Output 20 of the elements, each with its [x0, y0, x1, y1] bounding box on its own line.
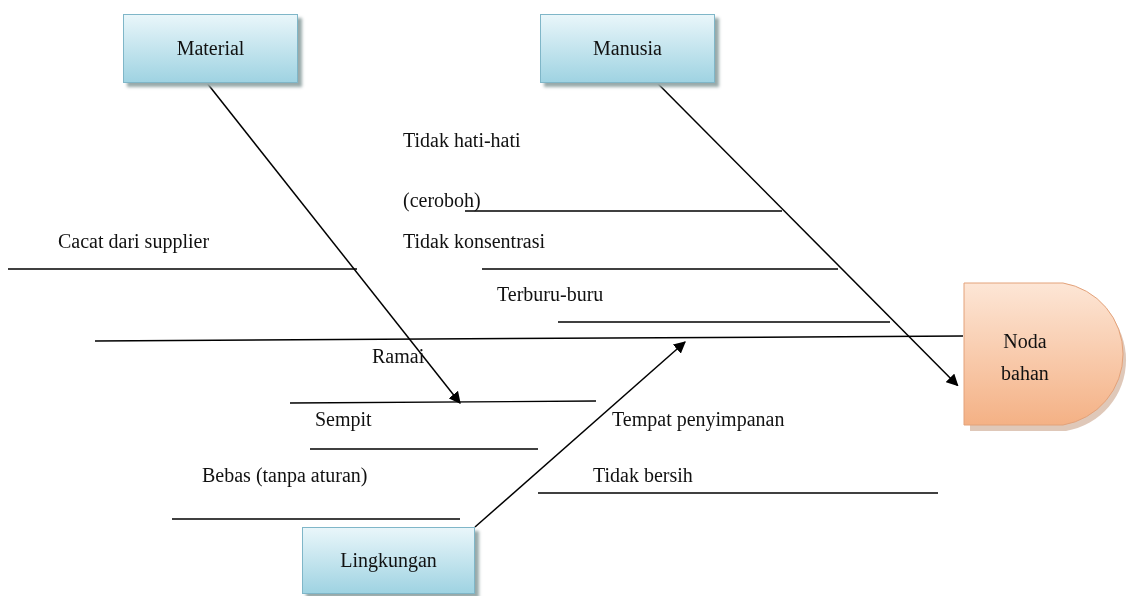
category-label: Manusia	[593, 37, 662, 60]
effect-label: Noda bahan	[1000, 329, 1050, 386]
cause-label: Sempit	[315, 408, 372, 431]
cause-label: Tempat penyimpanan	[612, 408, 785, 431]
cause-label: Bebas (tanpa aturan)	[202, 464, 368, 487]
cause-label: Ramai	[372, 345, 425, 368]
arrow	[474, 341, 686, 528]
category-box	[540, 14, 715, 83]
arrow	[206, 82, 461, 404]
cause-label: Cacat dari supplier	[58, 230, 210, 253]
arrow	[656, 82, 959, 387]
cause-label: Terburu-buru	[497, 283, 604, 306]
cause-label: Tidak bersih	[593, 464, 693, 487]
category-box	[302, 527, 475, 594]
cause-label: Tidak konsentrasi	[403, 230, 546, 253]
category-label: Material	[176, 37, 245, 60]
spine-line	[94, 335, 964, 342]
category-label: Lingkungan	[340, 549, 437, 572]
category-box	[123, 14, 298, 83]
cause-label: Tidak hati-hati (ceroboh)	[403, 128, 522, 214]
